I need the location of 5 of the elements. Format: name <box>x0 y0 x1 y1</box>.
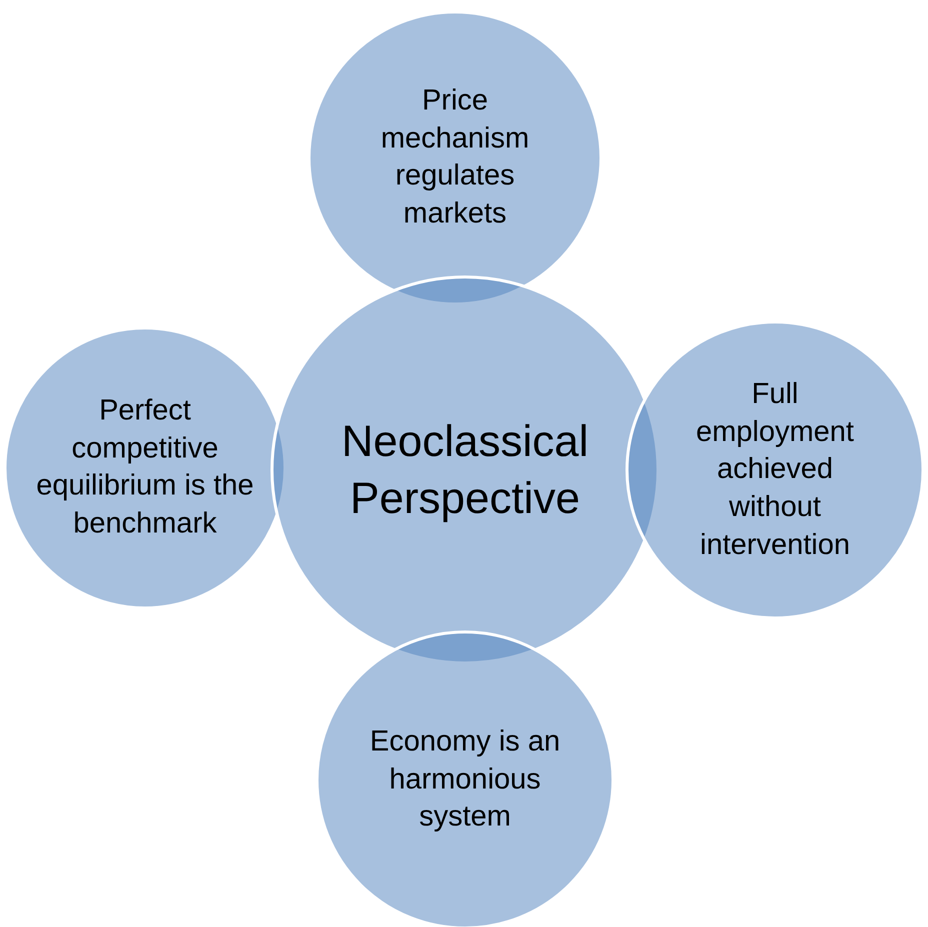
circle-text: Perfect competitive equilibrium is the benchmark <box>35 394 255 542</box>
circle-text: Full employment achieved without intervention <box>695 376 855 563</box>
central-title: Neoclassical Perspective <box>340 416 590 525</box>
circle-text: Economy is an harmonious system <box>368 724 562 835</box>
circle-text: Price mechanism regulates markets <box>380 84 530 232</box>
